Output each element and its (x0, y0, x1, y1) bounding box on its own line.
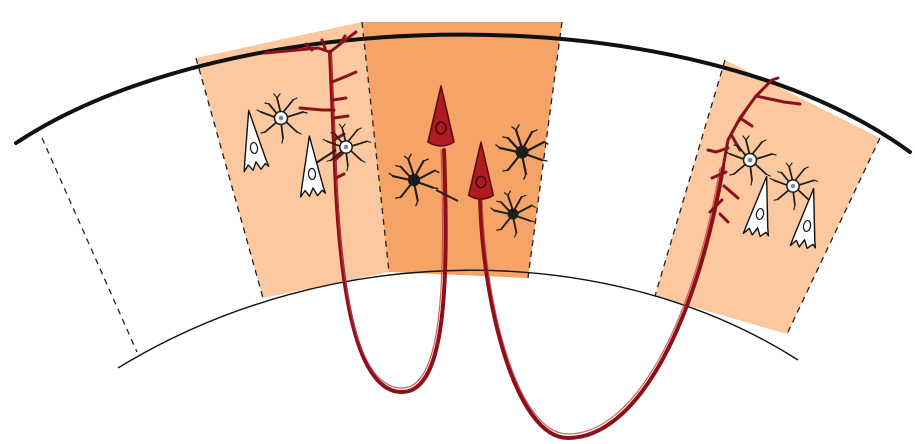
cortical-column-center (362, 22, 562, 278)
